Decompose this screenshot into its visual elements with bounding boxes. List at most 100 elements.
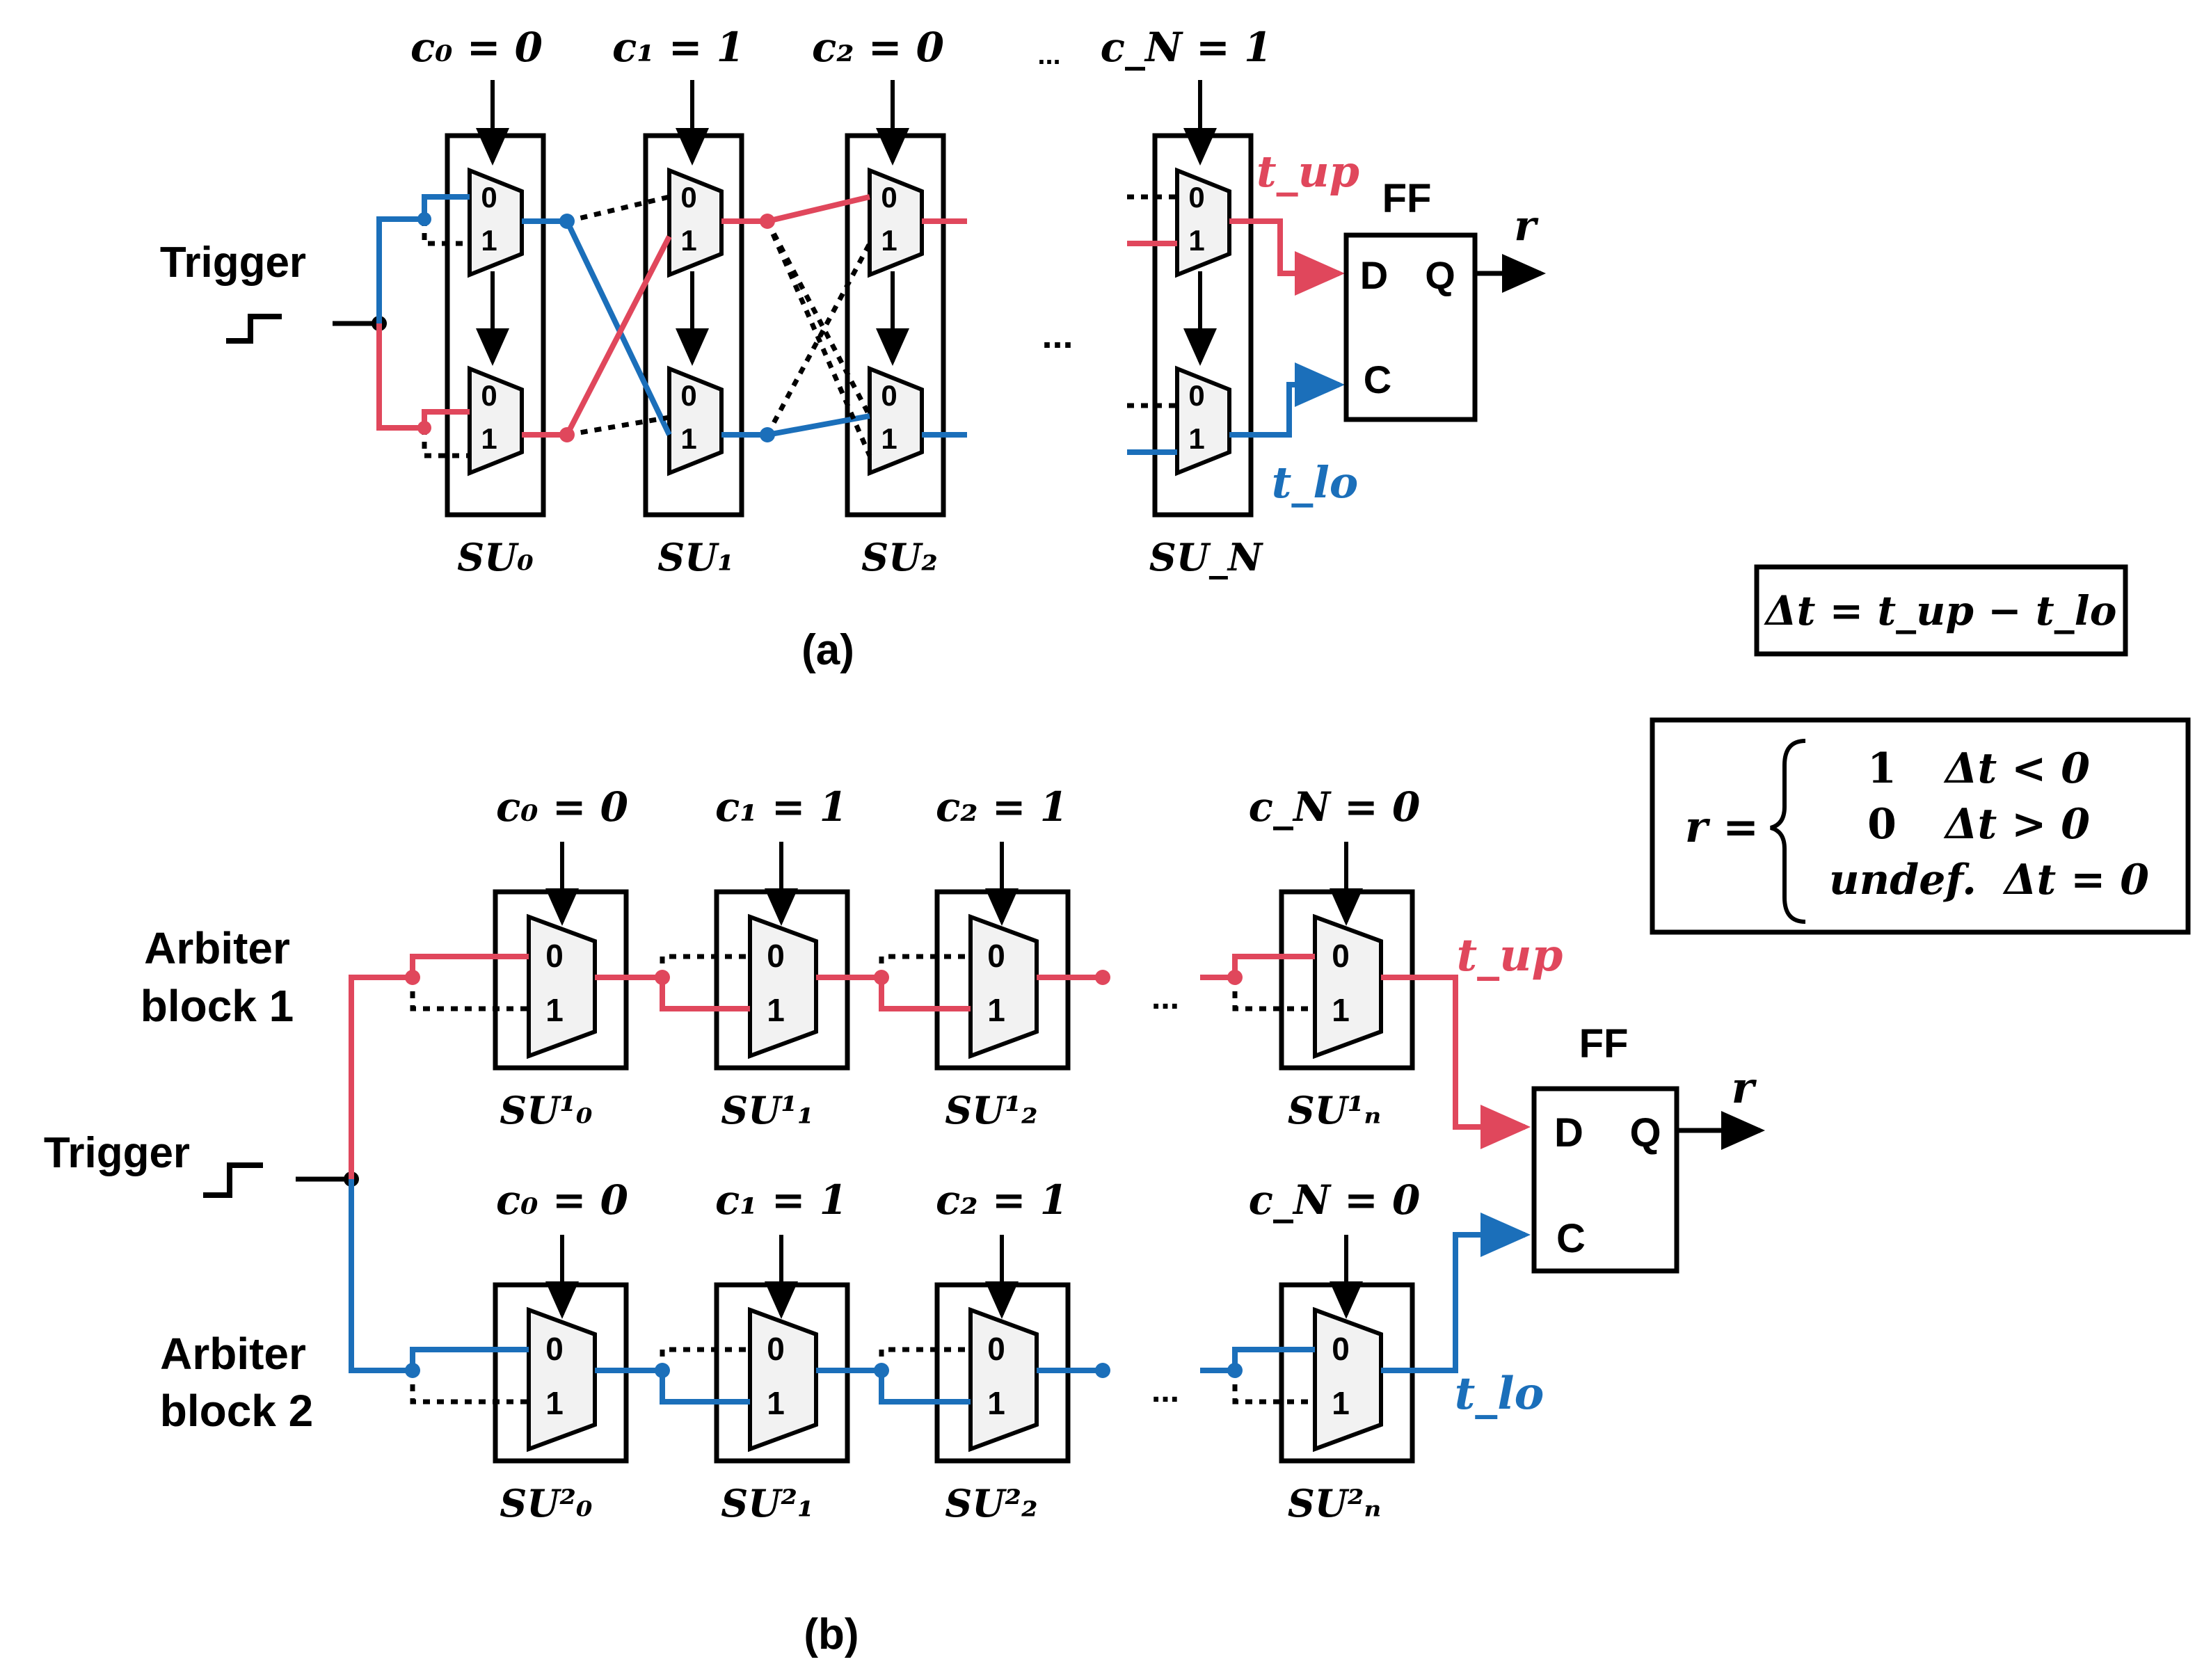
mux-input-0: 0 — [545, 1331, 564, 1367]
challenge-label: c_N = 1 — [1101, 24, 1272, 71]
junction-dot — [559, 214, 575, 229]
middle-ellipsis: ... — [1041, 314, 1073, 356]
blue-path — [816, 1368, 971, 1405]
mux-input-1: 1 — [1332, 1385, 1350, 1421]
t-up-wire — [1229, 218, 1345, 296]
ff-output-label: r — [1732, 1062, 1757, 1113]
mux-input-1: 1 — [881, 422, 897, 455]
mux-input-0: 0 — [881, 379, 897, 412]
trigger-label: Trigger — [160, 239, 306, 287]
red-path — [564, 235, 672, 436]
mux-input-0: 0 — [987, 938, 1005, 974]
chain-ellipsis: ... — [1151, 1373, 1179, 1409]
switch-unit-label: SU²ₙ — [1288, 1481, 1381, 1526]
blue-path — [564, 220, 672, 436]
junction-dot — [1095, 970, 1110, 985]
dotted-path — [566, 194, 670, 224]
mux-input-1: 1 — [545, 992, 564, 1028]
delta-t-equation: Δt = t_up − t_lo — [1764, 587, 2117, 634]
t-lo-label: t_lo — [1455, 1368, 1544, 1420]
junction-dot — [760, 214, 775, 229]
mux-input-0: 0 — [1188, 181, 1204, 214]
r-definition-label: r = — [1685, 801, 1759, 852]
trigger-step-icon — [203, 1162, 263, 1198]
mux-input-1: 1 — [1188, 422, 1204, 455]
mux-input-1: 1 — [680, 422, 696, 455]
junction-dot — [1095, 1363, 1110, 1378]
junction-dot — [655, 970, 670, 985]
mux-input-1: 1 — [767, 1385, 785, 1421]
ff-output-label: r — [1514, 202, 1539, 250]
challenge-label: c_N = 0 — [1249, 783, 1421, 831]
challenge-label: c₀ = 0 — [410, 24, 543, 71]
mux-input-0: 0 — [881, 181, 897, 214]
challenge-label: c₁ = 1 — [715, 1176, 847, 1224]
mux-input-0: 0 — [767, 1331, 785, 1367]
junction-dot — [655, 1363, 670, 1378]
caption-b: (b) — [804, 1610, 859, 1658]
challenge-label: c₂ = 1 — [936, 783, 1068, 831]
panel-b: Arbiter block 1 Arbiter block 2 Trigger … — [44, 783, 1765, 1658]
red-path — [1200, 954, 1315, 980]
switch-unit-label: SU²₁ — [721, 1481, 813, 1526]
challenge-label: c₁ = 1 — [715, 783, 847, 831]
ff-c-pin: C — [1364, 358, 1391, 401]
response-definition-box — [1650, 717, 2191, 935]
switch-unit-label: SU¹ₙ — [1288, 1088, 1381, 1133]
mux-input-1: 1 — [1188, 224, 1204, 257]
mux-input-0: 0 — [545, 938, 564, 974]
challenge-label: c₁ = 1 — [612, 24, 744, 71]
mux-input-1: 1 — [987, 1385, 1005, 1421]
switch-unit-box — [1152, 133, 1254, 518]
arbiter-block-label: Arbiter — [160, 1329, 306, 1379]
mux-input-1: 1 — [987, 992, 1005, 1028]
dotted-path — [879, 1347, 971, 1370]
mux-input-1: 1 — [881, 224, 897, 257]
flip-flop-box — [1531, 1086, 1679, 1274]
mux-icon — [527, 1306, 597, 1453]
ff-d-pin: D — [1360, 253, 1388, 297]
trigger-label: Trigger — [44, 1129, 190, 1177]
case-condition: Δt = 0 — [2002, 856, 2149, 904]
dotted-path — [566, 415, 670, 438]
switch-unit-label: SU²₂ — [945, 1481, 1037, 1526]
dotted-path — [660, 1347, 750, 1370]
panel-a: c₀ = 0 c₁ = 1 c₂ = 0 ... c_N = 1 — [160, 24, 1546, 674]
challenge-label: c₀ = 0 — [496, 783, 628, 831]
challenge-label: c₂ = 1 — [936, 1176, 1068, 1224]
mux-icon — [1313, 1306, 1383, 1453]
switch-unit-label: SU¹₁ — [721, 1088, 813, 1133]
switch-unit-box — [845, 133, 946, 518]
delta-t-box — [1754, 564, 2128, 657]
junction-dot — [1227, 970, 1243, 985]
ff-title: FF — [1382, 176, 1432, 221]
mux-icon — [468, 365, 524, 477]
switch-unit-label: SU²₀ — [500, 1481, 593, 1526]
red-path — [376, 323, 470, 431]
case-condition: Δt < 0 — [1943, 744, 2090, 793]
switch-unit-label: SU¹₂ — [945, 1088, 1037, 1133]
blue-path — [595, 1368, 750, 1405]
brace-icon — [1770, 739, 1806, 924]
case-condition: Δt > 0 — [1943, 800, 2090, 849]
dotted-path — [410, 977, 529, 1011]
red-path — [595, 975, 750, 1011]
mux-input-1: 1 — [481, 422, 497, 455]
arbiter-block-label: block 2 — [160, 1386, 314, 1436]
mux-input-0: 0 — [481, 379, 497, 412]
junction-dot — [1227, 1363, 1243, 1378]
mux-input-0: 0 — [1332, 1331, 1350, 1367]
case-value: 0 — [1867, 800, 1897, 849]
mux-icon — [468, 167, 524, 278]
equations: Δt = t_up − t_lo r = 1 Δt < 0 0 Δt > 0 u… — [1650, 564, 2191, 935]
mux-icon — [868, 365, 924, 477]
ff-q-pin: Q — [1425, 253, 1455, 297]
red-path — [816, 975, 971, 1011]
mux-input-0: 0 — [767, 938, 785, 974]
ff-c-pin: C — [1556, 1216, 1586, 1261]
mux-icon — [667, 365, 724, 477]
dotted-path — [1232, 1370, 1315, 1405]
t-up-label: t_up — [1457, 929, 1563, 982]
dotted-path — [660, 954, 750, 977]
